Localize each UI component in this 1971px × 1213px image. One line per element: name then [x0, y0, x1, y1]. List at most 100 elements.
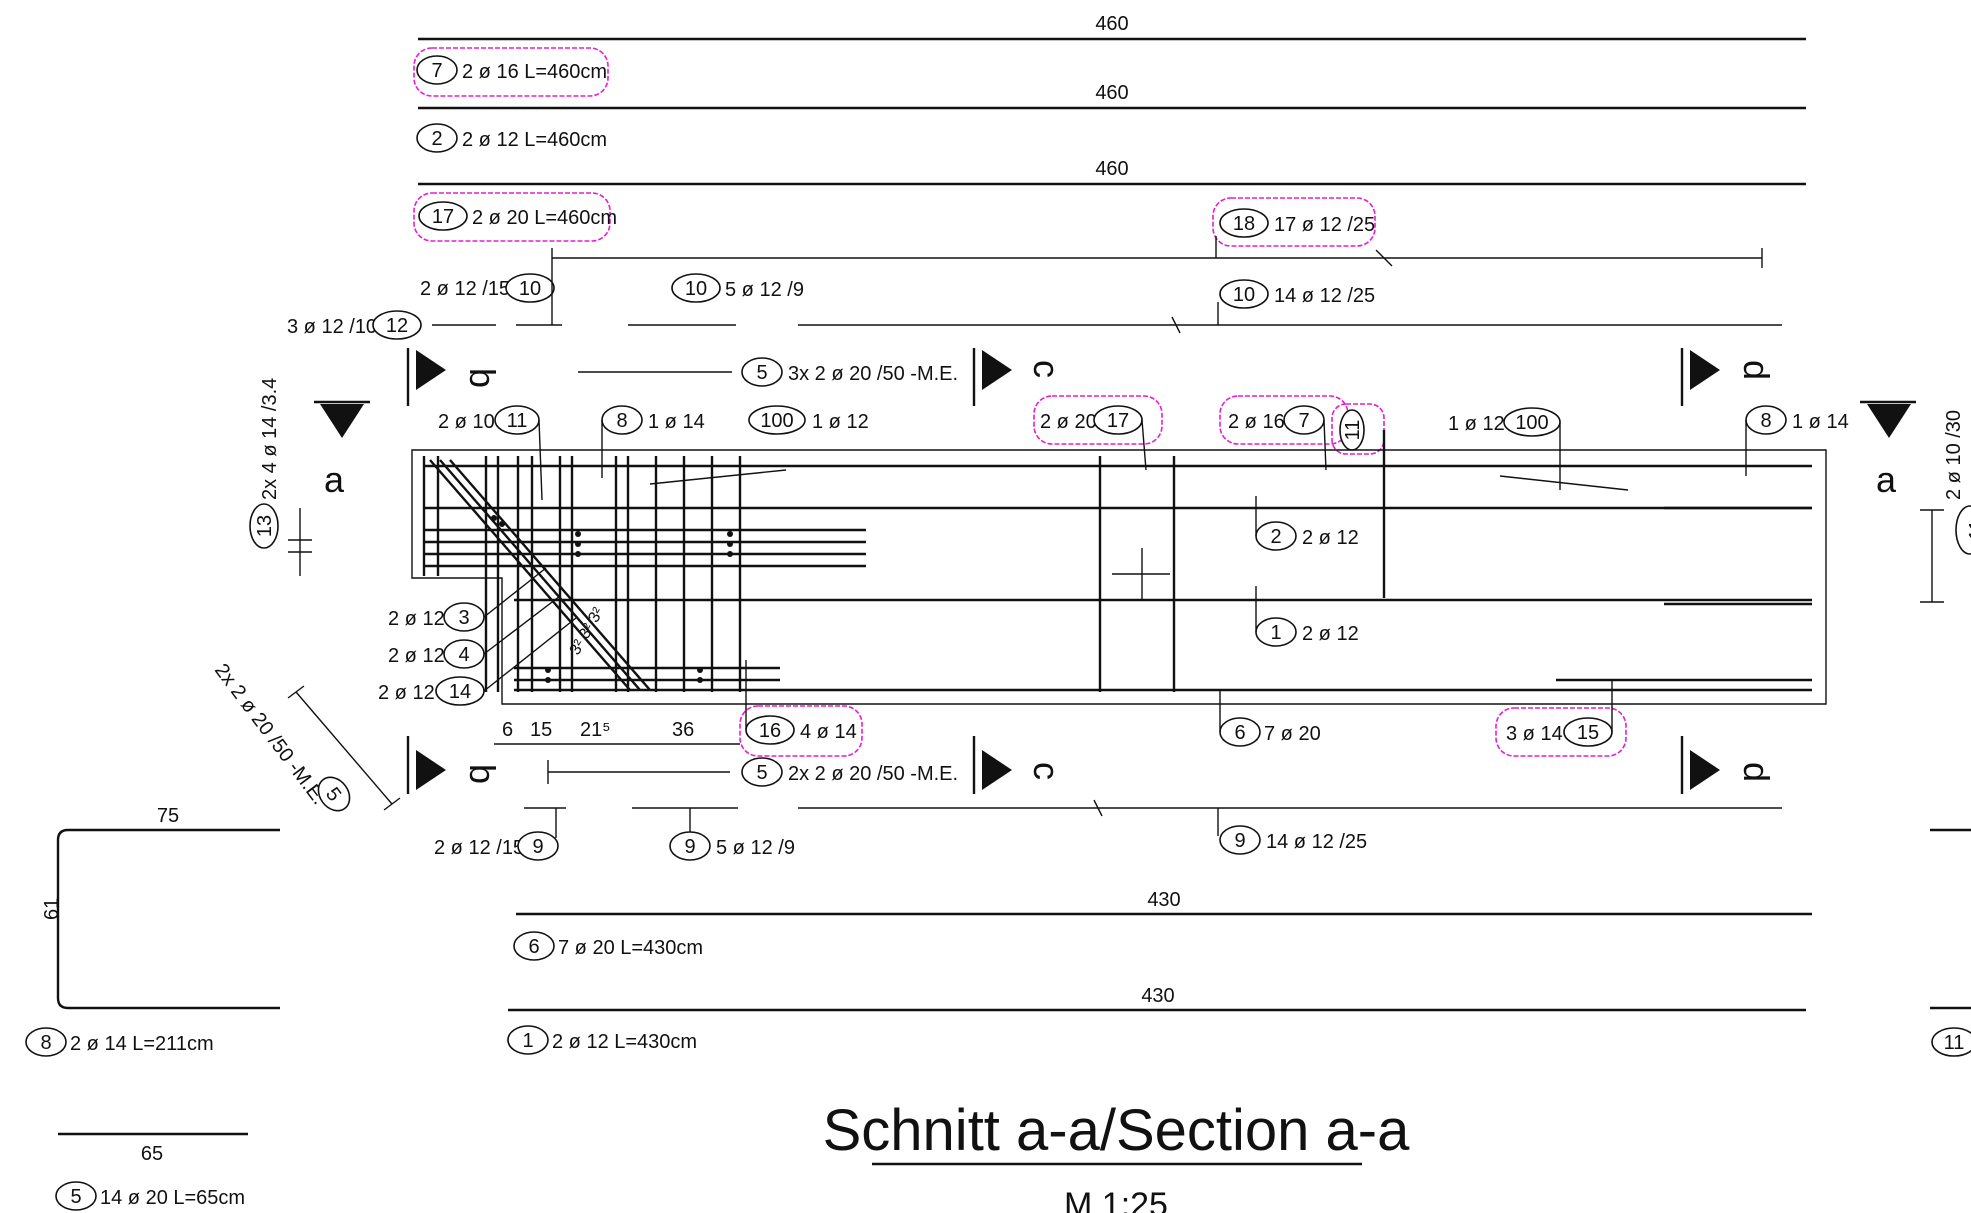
c11-mark: 11: [507, 410, 528, 432]
s5-mark: 5: [756, 362, 767, 384]
c2-label: 2 ø 12: [1302, 527, 1359, 549]
c15-mark: 15: [1577, 722, 1599, 744]
c7-mark: 7: [1298, 410, 1309, 432]
stirrup-mark-bubble: [671, 273, 721, 303]
s9c-label: 14 ø 12 /25: [1266, 831, 1367, 853]
right-mark: 11: [1966, 520, 1971, 541]
bar-1-length: 430: [1141, 985, 1174, 1007]
inclined-bar: [1499, 475, 1629, 491]
c4-mark: 4: [458, 644, 469, 666]
s9a-prefix: 2 ø 12 /15: [434, 837, 524, 859]
beam-section: 3² 3² 3² 2 2 ø 12 1 2 ø 12: [411, 430, 1827, 705]
s9a-mark: 9: [532, 836, 543, 858]
c2-mark: 2: [1270, 526, 1281, 548]
bar-dot: [697, 667, 703, 673]
bar-8-outline: [56, 828, 280, 1010]
s18-mark: 18: [1233, 213, 1255, 235]
s10c-label: 14 ø 12 /25: [1274, 285, 1375, 307]
dim-21: 21⁵: [580, 719, 611, 741]
bar-1-mark: 1: [522, 1030, 533, 1052]
section-c-bottom: c: [1026, 762, 1067, 780]
bar-dot: [575, 541, 581, 547]
revision-cloud: [1033, 395, 1163, 445]
c3-prefix: 2 ø 12: [388, 608, 445, 630]
bar-7-label: 2 ø 16 L=460cm: [462, 61, 607, 83]
bar-7-mark: 7: [431, 60, 442, 82]
bar-dots: [491, 515, 733, 683]
callout-bubble: [317, 776, 351, 812]
revision-cloud: [1331, 403, 1385, 455]
revision-cloud: [739, 705, 863, 757]
callout-bubble: [741, 757, 783, 787]
c8a-label: 1 ø 14: [648, 411, 705, 433]
bar-6-mark: 6: [528, 936, 539, 958]
callout-bubble: [1219, 825, 1261, 855]
section-arrow-icon: [982, 350, 1012, 390]
right-mark-2: 11: [1944, 1032, 1965, 1054]
s12-mark: 12: [386, 315, 408, 337]
revision-cloud: [1212, 197, 1376, 247]
bar-8-dim-h: 75: [157, 805, 179, 827]
s18-label: 17 ø 12 /25: [1274, 214, 1375, 236]
c100b-mark: 100: [1515, 412, 1548, 434]
c100a-label: 1 ø 12: [812, 411, 869, 433]
c3-mark: 3: [458, 607, 469, 629]
s9b-label: 5 ø 12 /9: [716, 837, 795, 859]
diagonal-bar: [429, 459, 631, 691]
bar-dot: [727, 531, 733, 537]
s5-label: 3x 2 ø 20 /50 -M.E.: [788, 363, 958, 385]
bar-8-shape: 75 61 8 2 ø 14 L=211cm: [25, 805, 280, 1057]
leader: [483, 617, 577, 692]
section-d-top: d: [1736, 360, 1777, 380]
c100a-mark: 100: [760, 410, 793, 432]
bar-17-mark: 17: [432, 206, 454, 228]
bar-8-dim-v: 61: [41, 898, 63, 920]
bar-mark-bubble: [507, 1025, 549, 1055]
c11b-mark: 11: [1342, 420, 1364, 441]
s12-prefix: 3 ø 12 /10: [287, 316, 377, 338]
bar-schedule-bottom: 430 6 7 ø 20 L=430cm 430 1 2 ø 12 L=430c…: [507, 889, 1812, 1055]
s10a-mark: 10: [519, 278, 541, 300]
inclined-bar: [649, 469, 787, 485]
section-c-top: c: [1026, 360, 1067, 378]
title-block: Schnitt a-a/Section a-a M 1:25: [823, 1098, 1411, 1213]
s10b-mark: 10: [685, 278, 707, 300]
section-callouts-left: 2 ø 12 3 2 ø 12 4 2 ø 12 14 13 2x 4 ø 14…: [210, 378, 577, 812]
dim-6: 6: [502, 719, 513, 741]
section-callouts-top: 2 ø 10 11 8 1 ø 14 100 1 ø 12 2 ø 20 17 …: [438, 395, 1849, 501]
section-a-right: a: [1876, 459, 1897, 500]
c11-prefix: 2 ø 10: [438, 411, 495, 433]
bar-mark-bubble: [55, 1181, 97, 1211]
bar-2-mark: 2: [431, 128, 442, 150]
revision-cloud: [413, 192, 611, 242]
section-arrow-icon: [320, 404, 364, 438]
c17-mark: 17: [1107, 410, 1129, 432]
bar-dot: [575, 551, 581, 557]
bar-mark-bubble: [1931, 1027, 1971, 1057]
bar-5-shape: 65 5 14 ø 20 L=65cm: [55, 1132, 248, 1211]
c100b-prefix: 1 ø 12: [1448, 413, 1505, 435]
callout-bubble: [249, 503, 279, 549]
bar-17-length: 460: [1095, 158, 1128, 180]
section-arrow-icon: [416, 350, 446, 390]
bar-dot: [545, 667, 551, 673]
s16-mark: 16: [759, 720, 781, 742]
s10a-prefix: 2 ø 12 /15: [420, 278, 510, 300]
stirrup-group: [422, 430, 1386, 692]
revision-cloud: [413, 47, 609, 97]
bar-mark-bubble: [416, 55, 458, 85]
bar-8-mark: 8: [40, 1032, 51, 1054]
section-a-left: a: [324, 459, 345, 500]
bar-6-label: 7 ø 20 L=430cm: [558, 937, 703, 959]
stirrup-mark-bubble: [372, 310, 422, 340]
concrete-outline: [411, 449, 1827, 705]
bar-dot: [491, 515, 497, 521]
tick: [1171, 316, 1181, 334]
tick: [1375, 249, 1393, 267]
bar-dot: [545, 677, 551, 683]
c1-label: 2 ø 12: [1302, 623, 1359, 645]
c4-prefix: 2 ø 12: [388, 645, 445, 667]
c13-mark: 13: [254, 515, 276, 537]
c7-prefix: 2 ø 16: [1228, 411, 1285, 433]
bar-8-label: 2 ø 14 L=211cm: [70, 1033, 214, 1055]
